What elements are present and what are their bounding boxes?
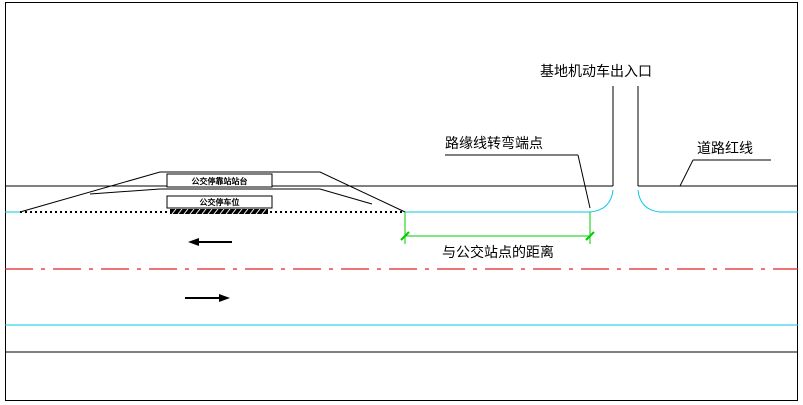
- platform-label: 公交停靠站站台: [192, 176, 248, 186]
- red-line-leader: [679, 159, 694, 187]
- frame-border: [5, 2, 798, 401]
- turn-point-label: 路缘线转弯端点: [445, 135, 543, 152]
- arrow-left-icon: [188, 238, 232, 246]
- curb-line-right: [637, 189, 798, 213]
- platform-inner-edge: [89, 188, 373, 205]
- entrance-label: 基地机动车出入口: [540, 63, 652, 80]
- bus-bay-hatch: [170, 208, 268, 215]
- bus-bay-label-box: [166, 195, 273, 209]
- bus-bay-label: 公交停车位: [200, 197, 240, 207]
- platform-outline: [19, 171, 406, 213]
- platform-label-box: [166, 173, 273, 188]
- arrow-right-icon: [185, 294, 230, 302]
- distance-label: 与公交站点的距离: [442, 244, 554, 261]
- curb-line-left: [5, 189, 614, 213]
- turn-point-leader: [577, 154, 591, 209]
- red-line-label: 道路红线: [697, 141, 753, 157]
- distance-dimension: [400, 212, 595, 244]
